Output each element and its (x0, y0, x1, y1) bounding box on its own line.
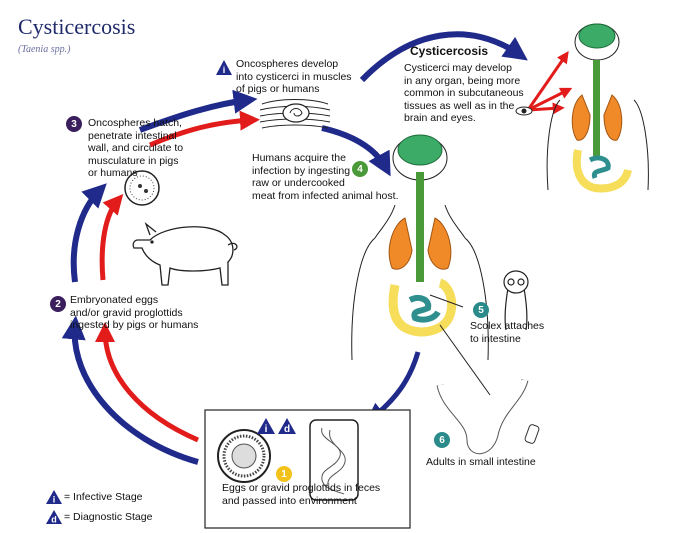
pig-drawing (132, 222, 238, 286)
infective-stage-icon: i (257, 418, 275, 439)
infective-stage-icon: i (46, 490, 62, 504)
oncosphere-drawing (124, 170, 160, 206)
scolex-drawing (503, 270, 529, 331)
arrow-ingestion-to-hatch-red (99, 193, 124, 281)
arrow-hatch-to-muscle-red (149, 110, 260, 148)
step-4-text: Humans acquire the infection by ingestin… (252, 152, 399, 202)
stage-badge-letter: i (265, 424, 268, 434)
muscle-cysticercus-drawing (259, 99, 331, 129)
arrow-to-cysticercosis (359, 31, 528, 83)
step-number-badge: 1 (276, 466, 292, 482)
step-2-text: Embryonated eggs and/or gravid proglotti… (70, 294, 199, 331)
step-number-badge: 2 (50, 296, 66, 312)
cysticercosis-description: Cysticerci may develop in any organ, bei… (404, 62, 524, 124)
arrow-feces-to-ingestion-red (95, 322, 199, 443)
arrow-hatch-to-muscle (138, 89, 258, 133)
step-3-text: Oncospheres hatch, penetrate intestinal … (88, 117, 184, 179)
legend-label: = Diagnostic Stage (64, 511, 153, 523)
arrow-ingestion-to-hatch (70, 183, 107, 283)
adult-tapeworm-drawing (436, 378, 540, 455)
legend-diagnostic: d = Diagnostic Stage (46, 510, 152, 524)
legend-label: = Infective Stage (64, 491, 143, 503)
human-body-right (546, 23, 649, 193)
cysticerci-development-text: Oncospheres develop into cysticerci in m… (236, 58, 352, 95)
infective-stage-icon: i (216, 60, 232, 80)
diagram-subtitle: (Taenia spp.) (18, 44, 71, 55)
legend-infective: i = Infective Stage (46, 490, 143, 504)
diagnostic-stage-icon: d (278, 418, 296, 439)
legend-letter: d (51, 515, 57, 525)
step-1-text: Eggs or gravid proglottids in feces and … (222, 482, 381, 507)
human-body-center (351, 134, 491, 396)
step-number-badge: 3 (66, 116, 82, 132)
step-6-text: Adults in small intestine (426, 456, 536, 468)
eye-drawing (515, 106, 533, 116)
infective-stage-icon-letter: i (223, 65, 226, 75)
diagnostic-stage-icon: d (46, 510, 62, 524)
step-5-text: Scolex attaches to intestine (470, 320, 545, 345)
arrow-muscle-to-human (321, 125, 391, 177)
stage-badge-letter: d (284, 424, 290, 434)
arrow-human-to-feces (365, 351, 421, 423)
arrow-feces-to-ingestion (61, 315, 199, 465)
proglottid-drawing (309, 419, 359, 501)
egg-drawing (217, 429, 271, 483)
step-number-badge: 5 (473, 302, 489, 318)
legend-letter: i (53, 495, 56, 505)
step-number-badge: 6 (434, 432, 450, 448)
diagram-title: Cysticercosis (18, 14, 136, 39)
cysticercosis-heading: Cysticercosis (410, 44, 489, 58)
step-number-badge: 4 (352, 161, 368, 177)
